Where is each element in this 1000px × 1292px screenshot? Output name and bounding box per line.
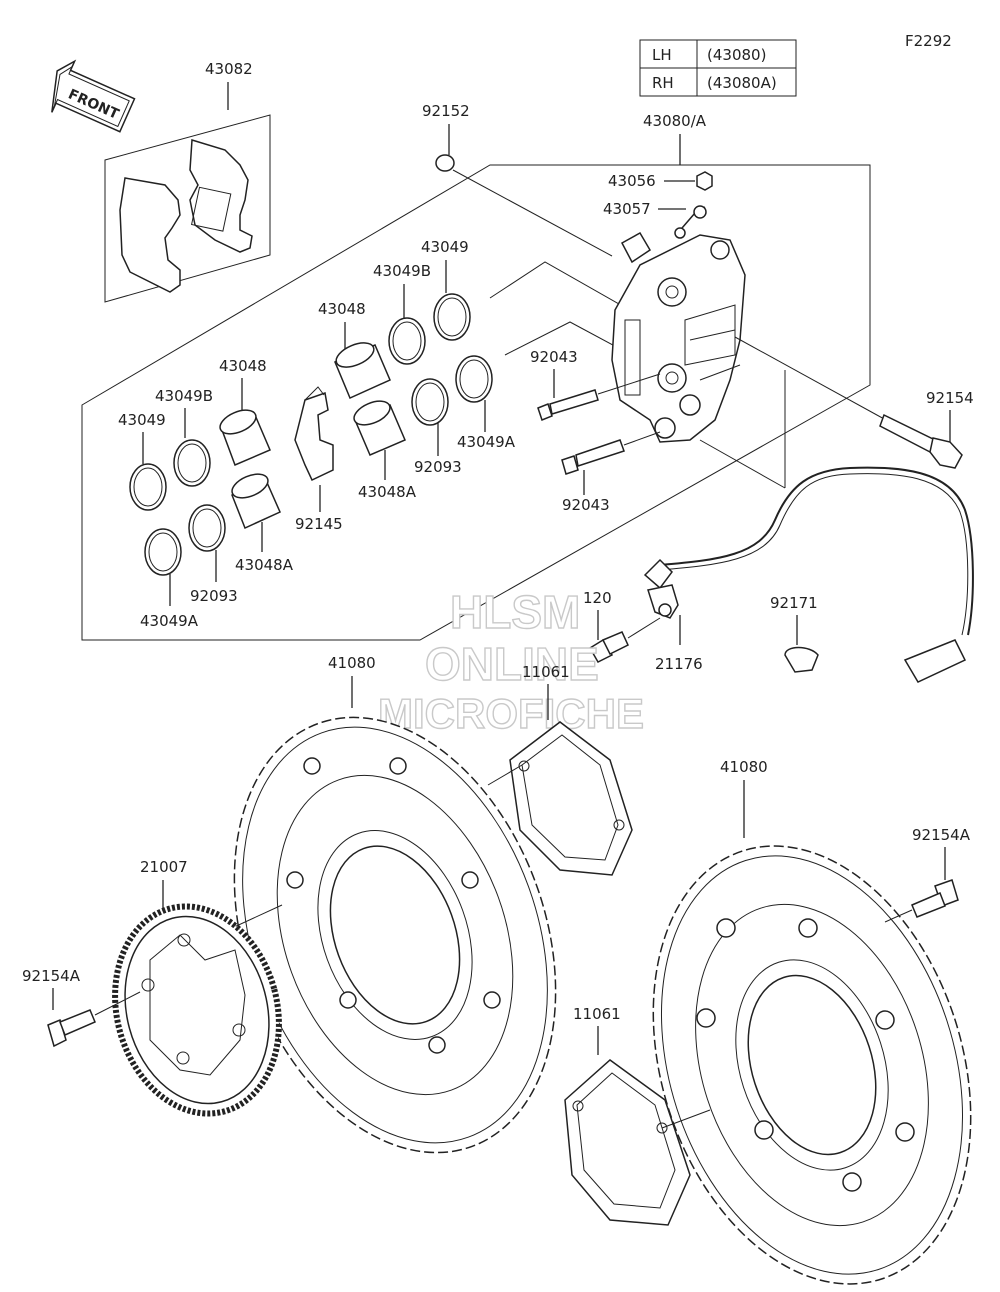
seal-43049a-r: [455, 355, 493, 403]
piston-43048-l: [219, 409, 271, 466]
shim-left: [509, 721, 633, 876]
seal-43049-l: [129, 463, 167, 511]
watermark-line1: HLSM: [450, 586, 580, 638]
bolt-92154: [879, 413, 963, 469]
brake-caliper-body: [611, 231, 746, 443]
label-shim-left: 11061: [522, 663, 570, 681]
label-cap-92152: 92152: [422, 102, 470, 120]
disc-left-bolt-holes: [286, 757, 501, 1054]
label-piston-43048-l: 43048: [219, 357, 267, 375]
label-clamp-92171: 92171: [770, 594, 818, 612]
watermark-line3: MICROFICHE: [378, 690, 644, 737]
brake-disc-right: [652, 845, 972, 1285]
seal-43049a-l: [144, 528, 182, 576]
brake-disc-left: [233, 716, 557, 1154]
front-arrow: FRONT: [51, 59, 136, 133]
shim-right: [564, 1059, 691, 1226]
label-seal-43049a-l: 43049A: [140, 612, 199, 630]
label-disc-right: 41080: [720, 758, 768, 776]
disc-right-bolt-holes: [696, 918, 915, 1192]
side-table: LH (43080) RH (43080A): [639, 39, 797, 97]
label-bracket-21176: 21176: [655, 655, 703, 673]
seal-43049b-l: [173, 439, 211, 487]
pin-92043-lower: [561, 431, 661, 475]
pad-spring-92145: [294, 386, 334, 482]
label-caliper: 43080/A: [643, 112, 707, 130]
bracket-21176: [647, 584, 679, 619]
bleeder-cap: [696, 171, 713, 191]
abs-connector: [903, 639, 967, 683]
figure-code: F2292: [905, 32, 952, 50]
seal-43049-r: [433, 293, 471, 341]
label-bolt-92154a-r: 92154A: [912, 826, 971, 844]
cap-92152: [435, 154, 455, 172]
seal-92093-r: [411, 378, 449, 426]
seal-43049b-r: [388, 317, 426, 365]
label-seal-43049b-r: 43049B: [373, 262, 431, 280]
label-seal-43049-r: 43049: [421, 238, 469, 256]
label-bolt-120: 120: [583, 589, 612, 607]
label-pin-92043-a: 92043: [530, 348, 578, 366]
label-seal-43049b-l: 43049B: [155, 387, 213, 405]
side-table-lh-part: (43080): [707, 46, 766, 64]
bolt-120: [588, 631, 629, 663]
label-bolt-92154a-l: 92154A: [22, 967, 81, 985]
label-pads: 43082: [205, 60, 253, 78]
label-seal-43049-l: 43049: [118, 411, 166, 429]
label-bleeder-cap: 43056: [608, 172, 656, 190]
piston-43048a-l: [231, 473, 281, 530]
brake-pads: [104, 82, 271, 303]
abs-sensor: [643, 466, 974, 683]
watermark: HLSM ONLINE MICROFICHE: [377, 585, 644, 737]
seal-92093-l: [188, 504, 226, 552]
label-shim-right: 11061: [573, 1005, 621, 1023]
side-table-rh: RH: [652, 74, 674, 92]
pin-92043-upper: [537, 373, 661, 421]
label-spring-92145: 92145: [295, 515, 343, 533]
label-pin-92043-b: 92043: [562, 496, 610, 514]
label-rotor-21007: 21007: [140, 858, 188, 876]
label-disc-left: 41080: [328, 654, 376, 672]
label-piston-43048a-l: 43048A: [235, 556, 294, 574]
label-bolt-92154: 92154: [926, 389, 974, 407]
label-seal-92093-r: 92093: [414, 458, 462, 476]
label-piston-43048a-r: 43048A: [358, 483, 417, 501]
label-piston-43048-r: 43048: [318, 300, 366, 318]
caliper-kit-frame: [81, 164, 871, 641]
piston-43048a-r: [353, 400, 406, 456]
side-table-rh-part: (43080A): [707, 74, 777, 92]
label-seal-43049a-r: 43049A: [457, 433, 516, 451]
watermark-line2: ONLINE: [425, 638, 599, 690]
piston-43048-r: [334, 342, 391, 400]
label-seal-92093-l: 92093: [190, 587, 238, 605]
abs-tone-ring-21007: [112, 903, 282, 1117]
label-bleeder: 43057: [603, 200, 651, 218]
bolt-92154a-left: [47, 1009, 96, 1048]
bolt-92154a-right: [911, 879, 959, 918]
side-table-lh: LH: [652, 46, 672, 64]
clamp-92171: [784, 646, 819, 673]
